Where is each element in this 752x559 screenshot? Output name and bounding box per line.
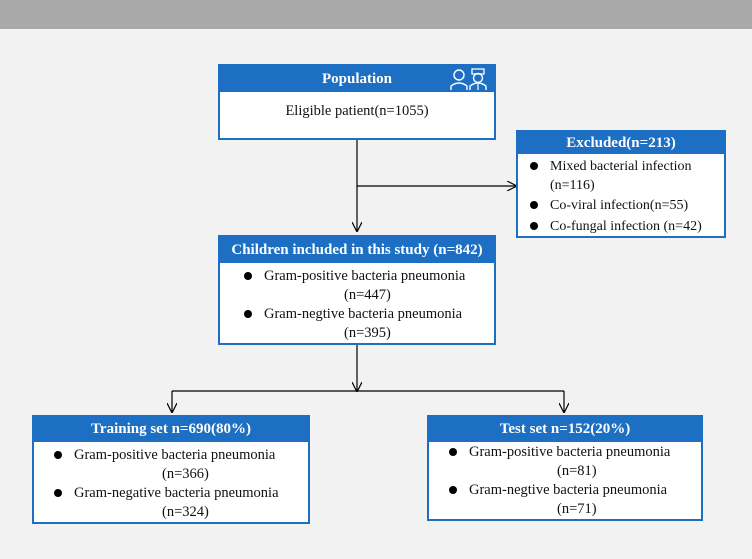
test-item-count: (n=81) [557, 463, 597, 479]
test-item-label: Gram-positive bacteria pneumonia [469, 444, 671, 460]
training-item-count: (n=324) [162, 504, 209, 520]
bullet-icon [449, 485, 457, 494]
test-list: Gram-positive bacteria pneumonia (n=81) … [429, 442, 701, 519]
excluded-item: Mixed bacterial infection (n=116) [530, 158, 724, 196]
excluded-item-label: Mixed bacterial infection [550, 159, 692, 174]
bullet-icon [530, 161, 538, 170]
test-box: Test set n=152(20%) Gram-positive bacter… [427, 415, 703, 521]
included-item: Gram-positive bacteria pneumonia (n=447) [244, 267, 494, 305]
population-title: Population [321, 71, 393, 87]
training-item: Gram-negative bacteria pneumonia (n=324) [54, 484, 308, 522]
excluded-item-count: (n=116) [550, 178, 595, 193]
top-bar [0, 0, 752, 29]
training-item: Gram-positive bacteria pneumonia (n=366) [54, 446, 308, 484]
population-box: Population Eligible patient(n=1055) [218, 64, 496, 140]
excluded-item-label: Co-fungal infection (n=42) [550, 219, 702, 234]
test-title: Test set n=152(20%) [499, 421, 631, 437]
included-item-label: Gram-positive bacteria pneumonia [264, 268, 466, 284]
training-header: Training set n=690(80%) [34, 417, 308, 442]
excluded-header: Excluded(n=213) [518, 132, 724, 154]
included-list: Gram-positive bacteria pneumonia (n=447)… [220, 263, 494, 343]
excluded-list: Mixed bacterial infection (n=116) Co-vir… [518, 154, 724, 236]
test-item-count: (n=71) [557, 501, 597, 517]
training-item-count: (n=366) [162, 466, 209, 482]
bullet-icon [244, 309, 252, 318]
included-header: Children included in this study (n=842) [220, 237, 494, 263]
training-item-label: Gram-positive bacteria pneumonia [74, 447, 276, 463]
bullet-icon [244, 271, 252, 280]
bullet-icon [54, 488, 62, 497]
training-title: Training set n=690(80%) [91, 421, 251, 437]
excluded-item: Co-viral infection(n=55) [530, 197, 724, 215]
test-item-label: Gram-negtive bacteria pneumonia [469, 482, 668, 498]
population-text: Eligible patient(n=1055) [285, 103, 429, 119]
test-item: Gram-positive bacteria pneumonia (n=81) [449, 443, 701, 481]
bullet-icon [530, 200, 538, 209]
test-header: Test set n=152(20%) [429, 417, 701, 442]
training-item-label: Gram-negative bacteria pneumonia [74, 485, 279, 501]
included-title: Children included in this study (n=842) [231, 242, 483, 258]
population-header: Population [220, 66, 494, 92]
population-body: Eligible patient(n=1055) [220, 92, 494, 120]
training-box: Training set n=690(80%) Gram-positive ba… [32, 415, 310, 524]
included-item-label: Gram-negtive bacteria pneumonia [264, 306, 463, 322]
excluded-title: Excluded(n=213) [566, 135, 676, 151]
included-item-count: (n=395) [344, 325, 391, 341]
bullet-icon [449, 447, 457, 456]
doctor-patient-icon [448, 67, 490, 91]
test-item: Gram-negtive bacteria pneumonia (n=71) [449, 481, 701, 519]
included-box: Children included in this study (n=842) … [218, 235, 496, 345]
excluded-box: Excluded(n=213) Mixed bacterial infectio… [516, 130, 726, 238]
excluded-item-label: Co-viral infection(n=55) [550, 198, 689, 213]
bullet-icon [54, 450, 62, 459]
included-item: Gram-negtive bacteria pneumonia (n=395) [244, 305, 494, 343]
training-list: Gram-positive bacteria pneumonia (n=366)… [34, 442, 308, 522]
excluded-item: Co-fungal infection (n=42) [530, 218, 724, 236]
included-item-count: (n=447) [344, 287, 391, 303]
bullet-icon [530, 221, 538, 230]
